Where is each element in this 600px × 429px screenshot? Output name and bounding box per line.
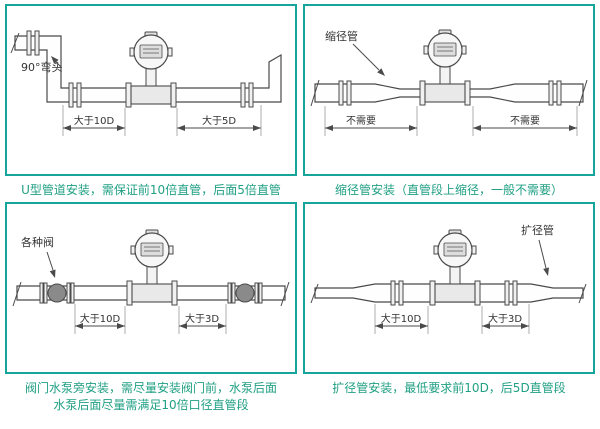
expander-callout-label: 扩径管 [521,223,554,237]
dimension-label: 不需要 [346,115,376,127]
panel-valve: 各种阀 大于10D 大于3D 阀门水泵旁安装，需尽量安装阀门前，水泵后 [5,202,297,425]
dimension-label: 大于3D [488,312,522,325]
flowmeter-icon [429,229,481,306]
flowmeter-icon [126,229,178,306]
caption-line: 扩径管安装，最低要求前10D，后5D直管段 [332,381,566,395]
caption-line: U型管道安装，需保证前10倍直管，后面5倍直管 [21,183,281,197]
u-pipe-panel: 90°弯头 大于10D 大于5D [5,4,297,176]
panel-caption: U型管道安装，需保证前10倍直管，后面5倍直管 [5,176,297,199]
valve-diagram: 各种阀 大于10D 大于3D [12,229,290,334]
reducer-callout-label: 缩径管 [325,29,358,43]
expander-diagram: 扩径管 大于10D 大于3D [310,223,587,334]
valve-icon [39,282,75,304]
panel-expander: 扩径管 大于10D 大于3D 扩径管安装，最低要求前10D，后5D直管 [303,202,595,425]
reducer-diagram: 缩径管 不需要 不需要 [310,29,588,136]
dimension-label: 不需要 [510,115,540,127]
valve-panel: 各种阀 大于10D 大于3D [5,202,297,374]
dimension-label: 大于10D [80,312,121,325]
dimension-label: 大于10D [381,312,422,325]
panel-caption: 阀门水泵旁安装，需尽量安装阀门前，水泵后面 水泵后面尽量需满足10倍口径直管段 [5,374,297,415]
caption-line: 水泵后面尽量需满足10倍口径直管段 [53,398,249,413]
dimension-label: 大于10D [74,114,115,127]
caption-line: 缩径管安装（直管段上缩径，一般不需要） [334,183,563,197]
panel-reducer: 缩径管 不需要 不需要 缩径管安装（直管段上缩径，一般不需要） [303,4,595,202]
elbow-callout-label: 90°弯头 [21,60,63,74]
u-pipe-diagram: 90°弯头 大于10D 大于5D [10,30,282,136]
expander-panel: 扩径管 大于10D 大于3D [303,202,595,374]
flowmeter-icon [419,29,471,106]
dimension-label: 大于3D [185,312,219,325]
valve-callout-label: 各种阀 [21,235,54,249]
valve-icon [227,282,263,304]
panel-caption: 缩径管安装（直管段上缩径，一般不需要） [303,176,595,199]
panel-u-pipe: 90°弯头 大于10D 大于5D U型管道安装，需保证前10倍直管，后 [5,4,297,202]
panel-caption: 扩径管安装，最低要求前10D，后5D直管段 [303,374,595,397]
reducer-panel: 缩径管 不需要 不需要 [303,4,595,176]
caption-line: 阀门水泵旁安装，需尽量安装阀门前，水泵后面 [24,381,277,395]
flowmeter-icon [125,31,177,108]
dimension-label: 大于5D [202,114,236,127]
